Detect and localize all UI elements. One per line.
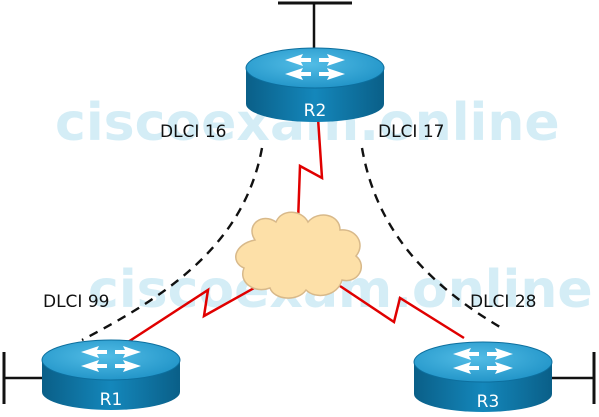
router-r3[interactable]: R3 (413, 341, 596, 412)
dlci-label-r1: DLCI 99 (43, 292, 109, 312)
pvc-r2-r3 (360, 147, 506, 332)
frame-relay-cloud (235, 211, 362, 299)
serial-link-r3 (339, 284, 465, 340)
dlci-label-r3: DLCI 28 (470, 292, 536, 312)
serial-link-r2 (296, 117, 324, 223)
router-r1-label: R1 (100, 390, 123, 410)
serial-link-r1 (127, 276, 273, 344)
router-r2-label: R2 (304, 101, 327, 121)
pvc-r2-r1 (81, 147, 264, 342)
router-r1[interactable]: R1 (2, 339, 181, 410)
router-r2[interactable]: R2 (245, 1, 385, 122)
dlci-label-r2-right: DLCI 17 (378, 122, 444, 142)
router-r3-label: R3 (477, 392, 500, 412)
dlci-label-r2-left: DLCI 16 (160, 122, 226, 142)
